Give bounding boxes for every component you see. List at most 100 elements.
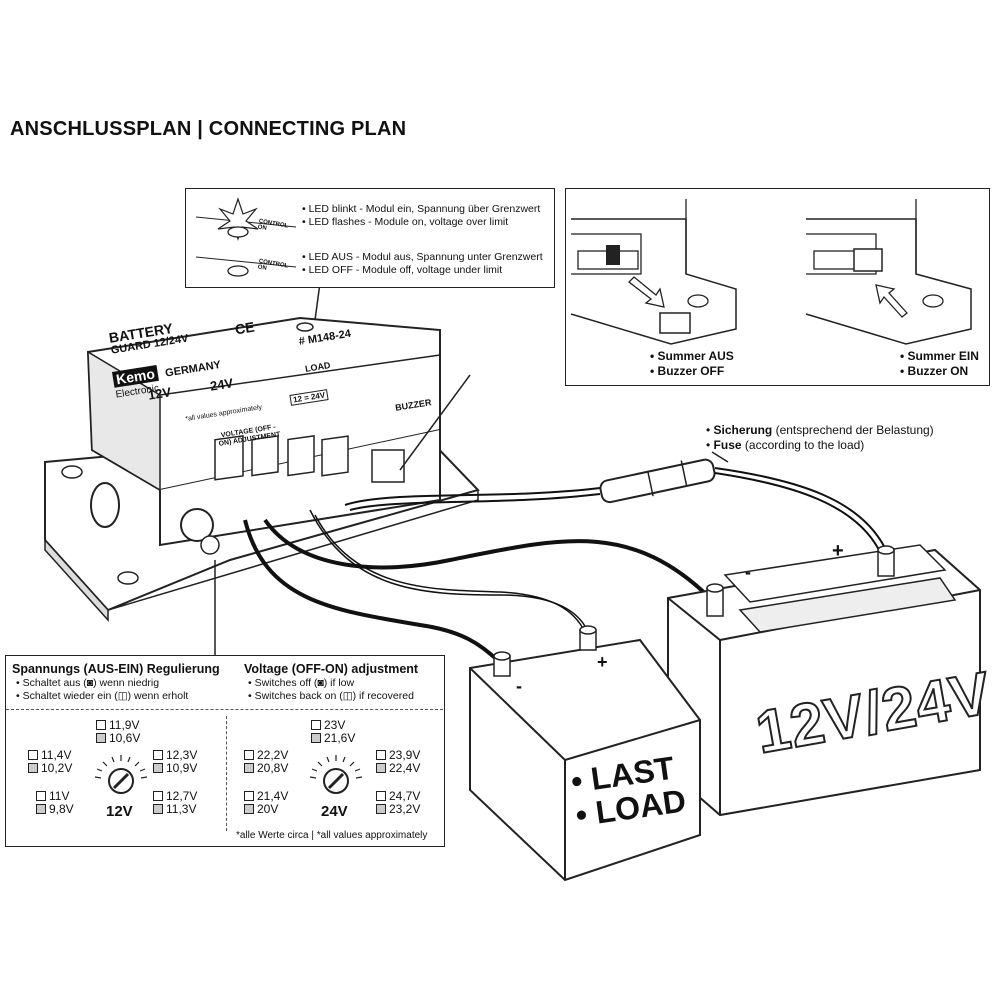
v12-top-off: 10,6V xyxy=(109,731,141,745)
mount-hole xyxy=(117,571,139,585)
off-icon xyxy=(96,732,106,743)
adjust-sub-en-1: • Switches off (◙) if low xyxy=(248,677,355,689)
buzzer-illustrations xyxy=(570,199,972,345)
fuse-caption-de: • Sicherung (entsprechend der Belastung) xyxy=(706,423,934,437)
adjust-sub-de: • Schaltet aus (◙) wenn niedrig • Schalt… xyxy=(16,677,188,703)
off-icon xyxy=(153,762,163,773)
v12-left1-on: 11,4V xyxy=(41,748,72,762)
v12-right2: 12,7V 11,3V xyxy=(153,790,197,816)
off-icon xyxy=(244,762,254,773)
v24-top-on: 23V xyxy=(324,718,346,732)
buzzer-off-de: • Summer AUS xyxy=(650,349,734,363)
adjust-footnote: *alle Werte circa | *all values approxim… xyxy=(236,830,428,841)
v24-top-off: 21,6V xyxy=(324,731,356,745)
off-icon xyxy=(28,762,38,773)
v24-left1-on: 22,2V xyxy=(257,748,289,762)
dial-12v xyxy=(94,755,148,794)
led-blink-en: • LED flashes - Module on, voltage over … xyxy=(302,216,509,228)
led-off-en: • LED OFF - Module off, voltage under li… xyxy=(302,264,503,276)
wire-battery-minus xyxy=(263,518,712,600)
v12-left1-off: 10,2V xyxy=(41,761,73,775)
v12-left2-on: 11V xyxy=(49,789,70,803)
off-icon xyxy=(311,732,321,743)
v12-top-on: 11,9V xyxy=(109,718,140,732)
off-icon xyxy=(376,762,386,773)
v12-right2-off: 11,3V xyxy=(166,802,197,816)
load-battery-label: • LAST • LOAD xyxy=(569,750,688,834)
buzzer-off-en: • Buzzer OFF xyxy=(650,364,725,378)
dial-12v-label: 12V xyxy=(106,803,133,820)
v24-right2: 24,7V 23,2V xyxy=(376,790,420,816)
adjust-vdivider xyxy=(226,716,227,831)
arrow-in-icon xyxy=(875,284,908,318)
arrow-out-icon xyxy=(628,276,665,308)
load-battery-plus: + xyxy=(597,652,608,672)
on-icon xyxy=(311,719,321,730)
dial-24v xyxy=(309,755,363,794)
adjust-sub-en-2: • Switches back on (◫) if recovered xyxy=(248,690,414,702)
fuse xyxy=(599,458,716,504)
jumper-inserted-icon xyxy=(853,248,883,272)
v24-right1: 23,9V 22,4V xyxy=(376,749,420,775)
main-battery-minus: - xyxy=(745,562,751,582)
wire-fuse-in xyxy=(344,487,601,506)
v24-left2-on: 21,4V xyxy=(257,789,289,803)
v12-right1-on: 12,3V xyxy=(166,748,198,762)
v24-right1-on: 23,9V xyxy=(389,748,421,762)
v24-right2-on: 24,7V xyxy=(389,789,421,803)
led-off-icon xyxy=(227,265,249,277)
led-illustrations xyxy=(195,197,297,277)
v24-left1: 22,2V 20,8V xyxy=(244,749,288,775)
off-icon xyxy=(376,803,386,814)
buzzer-off-text: • Summer AUS • Buzzer OFF xyxy=(650,349,734,379)
buzzer-on-text: • Summer EIN • Buzzer ON xyxy=(900,349,979,379)
wire-fuse-out xyxy=(714,467,886,549)
off-icon xyxy=(153,803,163,814)
fuse-en-rest: (according to the load) xyxy=(741,438,865,452)
adjust-title-en: Voltage (OFF-ON) adjustment xyxy=(244,662,419,676)
control-led xyxy=(296,322,314,332)
voltage-potentiometer xyxy=(180,508,214,542)
main-battery-drawing xyxy=(667,544,981,817)
adjust-title-de: Spannungs (AUS-EIN) Regulierung xyxy=(12,662,220,676)
v12-right1-off: 10,9V xyxy=(166,761,198,775)
fuse-de-bold: Sicherung xyxy=(713,423,773,437)
off-icon xyxy=(244,803,254,814)
led-off-de: • LED AUS - Modul aus, Spannung unter Gr… xyxy=(302,251,543,263)
v24-right2-off: 23,2V xyxy=(389,802,421,816)
v24-top: 23V 21,6V xyxy=(311,719,355,745)
v12-left1: 11,4V 10,2V xyxy=(28,749,72,775)
led-label-bottom: ON xyxy=(257,224,268,232)
v24-right1-off: 22,4V xyxy=(389,761,421,775)
v24-left2-off: 20V xyxy=(257,802,279,816)
load-battery-minus: - xyxy=(516,676,522,696)
buzzer-on-de: • Summer EIN xyxy=(900,349,979,363)
on-icon xyxy=(376,790,386,801)
adjust-sub-de-2: • Schaltet wieder ein (◫) wenn erholt xyxy=(16,690,189,702)
v12-right2-on: 12,7V xyxy=(166,789,198,803)
on-icon xyxy=(244,749,254,760)
on-icon xyxy=(153,790,163,801)
led-off-text: • LED AUS - Modul aus, Spannung unter Gr… xyxy=(302,251,543,277)
jumper-removed-icon xyxy=(659,312,691,334)
load-battery-drawing xyxy=(469,625,701,882)
wire-load-minus xyxy=(243,519,502,664)
buzzer-on-en: • Buzzer ON xyxy=(900,364,969,378)
main-battery-plus: + xyxy=(832,540,844,562)
voltage-adjust-box: Spannungs (AUS-EIN) Regulierung • Schalt… xyxy=(5,655,445,847)
led-on-icon xyxy=(227,226,249,238)
adjust-sub-en: • Switches off (◙) if low • Switches bac… xyxy=(248,677,414,703)
v24-left1-off: 20,8V xyxy=(257,761,289,775)
v24-left2: 21,4V 20V xyxy=(244,790,288,816)
v12-right1: 12,3V 10,9V xyxy=(153,749,197,775)
v12-left2: 11V 9,8V xyxy=(36,790,74,816)
page-title: ANSCHLUSSPLAN | CONNECTING PLAN xyxy=(10,118,407,140)
on-icon xyxy=(36,790,46,801)
buzzer-info-box: • Summer AUS • Buzzer OFF • Summer EIN •… xyxy=(565,188,990,386)
mount-hole xyxy=(61,465,83,479)
fuse-de-rest: (entsprechend der Belastung) xyxy=(772,423,934,437)
dial-24v-label: 24V xyxy=(321,803,348,820)
led-label-bottom: ON xyxy=(257,264,268,272)
